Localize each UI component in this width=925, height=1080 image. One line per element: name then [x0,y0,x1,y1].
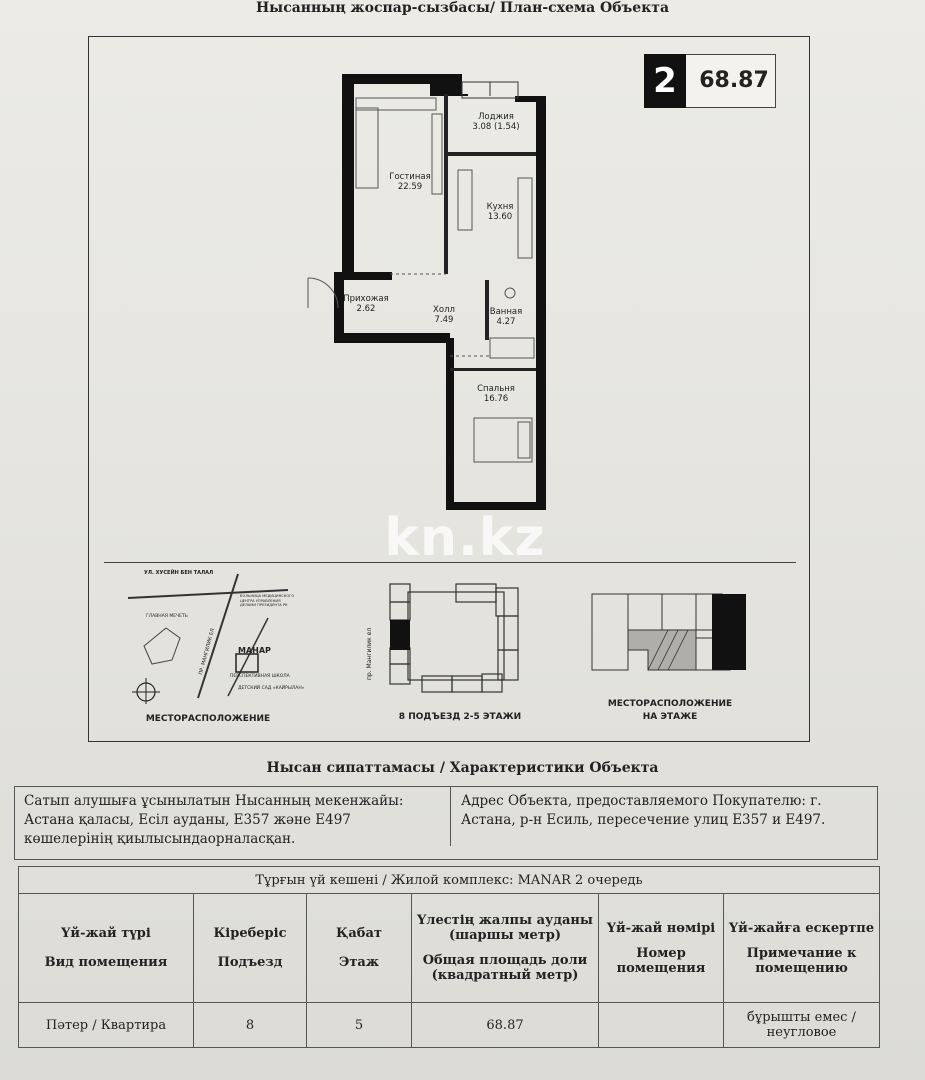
address-table [14,786,878,860]
cell-note: бұрышты емес / неугловое [723,1002,880,1048]
floor-location-caption: МЕСТОРАСПОЛОЖЕНИЕ НА ЭТАЖЕ [607,699,733,722]
cell-floor: 5 [306,1002,412,1048]
floor-plan [307,74,546,510]
cell-area: 68.87 [411,1002,599,1048]
apartment-area: 68.87 [699,68,769,93]
table-row: Пәтер / Квартира 8 5 68.87 бұрышты емес … [18,1002,880,1048]
street-label-husein: УЛ. ХУСЕЙН БЕН ТАЛАЛ [144,570,214,576]
label-school: ПЕРСПЕКТИВНАЯ ШКОЛА [230,674,290,679]
header-area: Үлестің жалпы ауданы (шаршы метр)Общая п… [411,893,599,1003]
watermark: kn.kz [384,508,546,568]
location-map [127,573,289,704]
complex-name: Тұрғын үй кешені / Жилой комплекс: MANAR… [255,872,643,888]
cell-number [598,1002,724,1048]
address-ru: Адрес Объекта, предоставляемого Покупате… [450,786,878,846]
building-caption: 8 ПОДЪЕЗД 2-5 ЭТАЖИ [398,712,522,722]
apartment-table: Тұрғын үй кешені / Жилой комплекс: MANAR… [18,866,880,1048]
building-plan [389,583,519,693]
page-title: Нысанның жоспар-сызбасы/ План-схема Объе… [255,0,670,16]
floor-location-plan [591,593,746,671]
address-kz: Сатып алушыға ұсынылатын Нысанның мекенж… [24,793,404,847]
cell-type: Пәтер / Квартира [18,1002,194,1048]
label-manar: МАНАР [238,646,271,655]
location-caption: МЕСТОРАСПОЛОЖЕНИЕ [145,714,271,724]
cell-entrance: 8 [193,1002,307,1048]
label-kindergarten: ДЕТСКИЙ САД «КАЙРЫЛАН» [238,686,305,691]
label-mosque: ГЛАВНАЯ МЕЧЕТЬ [146,614,188,619]
plan-frame [88,36,810,742]
characteristics-title: Нысан сипаттамасы / Характеристики Объек… [266,760,659,776]
complex-row: Тұрғын үй кешені / Жилой комплекс: MANAR… [18,866,880,894]
building-street-label: пр. Мангилик ел [366,627,373,680]
label-hospital: БОЛЬНИЦА МЕДИЦИНСКОГО ЦЕНТРА УПРАВЛЕНИЯ … [240,594,295,607]
room-count: 2 [644,54,686,108]
floor-plan-walls [334,74,546,510]
section-divider [104,562,796,563]
